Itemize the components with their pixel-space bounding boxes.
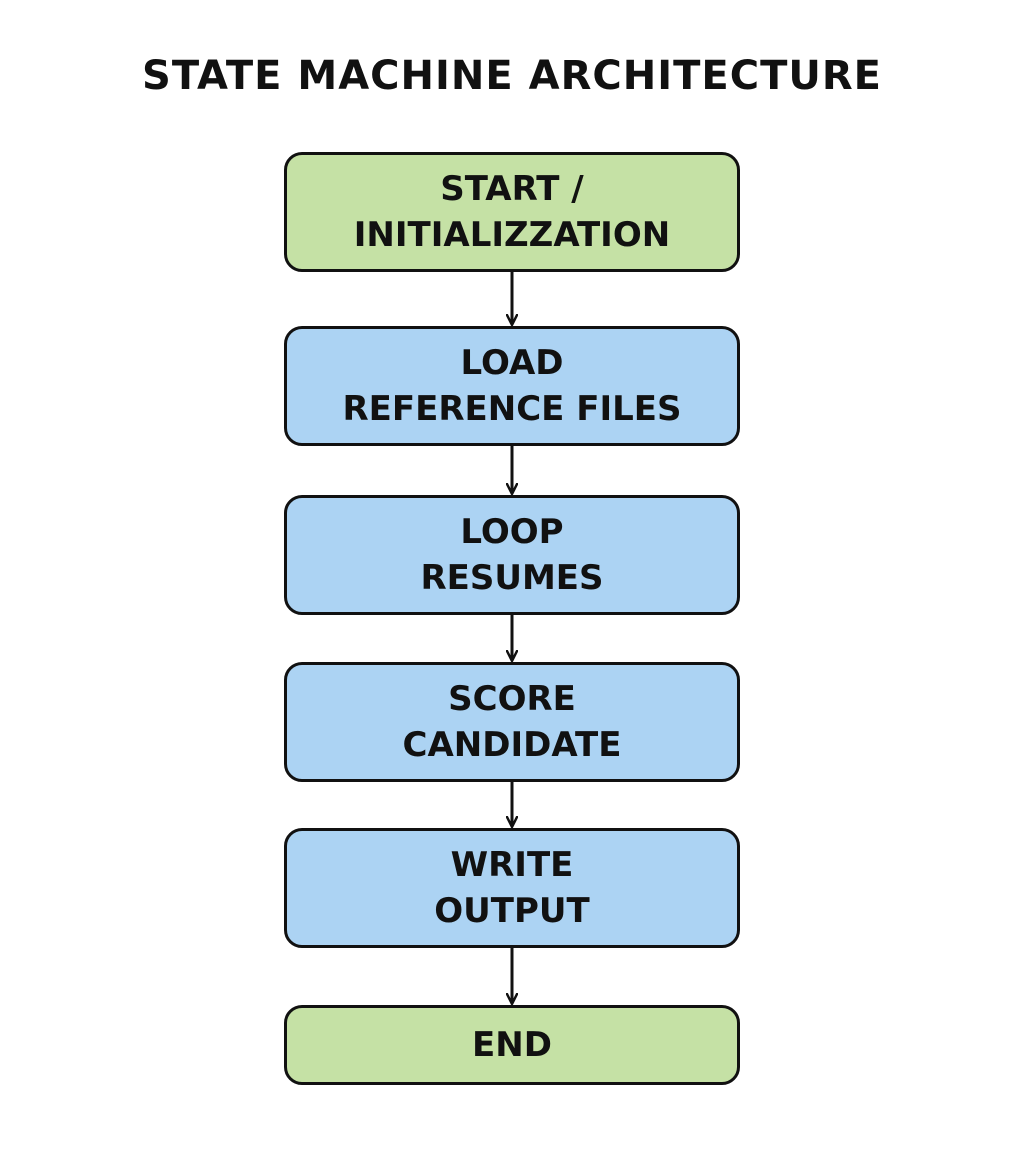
node-end-line-1: END: [472, 1025, 552, 1065]
node-score-line-1: SCORE: [448, 679, 576, 719]
node-load-line-2: REFERENCE FILES: [342, 389, 682, 429]
node-loop-resumes: LOOP RESUMES: [284, 495, 740, 615]
node-write-line-2: OUTPUT: [434, 891, 590, 931]
node-loop-line-1: LOOP: [460, 512, 564, 552]
node-write-output: WRITE OUTPUT: [284, 828, 740, 948]
node-end: END: [284, 1005, 740, 1085]
node-score-candidate: SCORE CANDIDATE: [284, 662, 740, 782]
node-load-line-1: LOAD: [460, 343, 564, 383]
node-loop-line-2: RESUMES: [420, 558, 604, 598]
node-write-line-1: WRITE: [450, 845, 574, 885]
node-start-initialization: START / INITIALIZZATION: [284, 152, 740, 272]
node-start-line-2: INITIALIZZATION: [353, 215, 671, 255]
node-score-line-2: CANDIDATE: [402, 725, 622, 765]
node-load-reference-files: LOAD REFERENCE FILES: [284, 326, 740, 446]
diagram-title: STATE MACHINE ARCHITECTURE: [142, 53, 882, 99]
node-start-line-1: START /: [440, 169, 584, 209]
